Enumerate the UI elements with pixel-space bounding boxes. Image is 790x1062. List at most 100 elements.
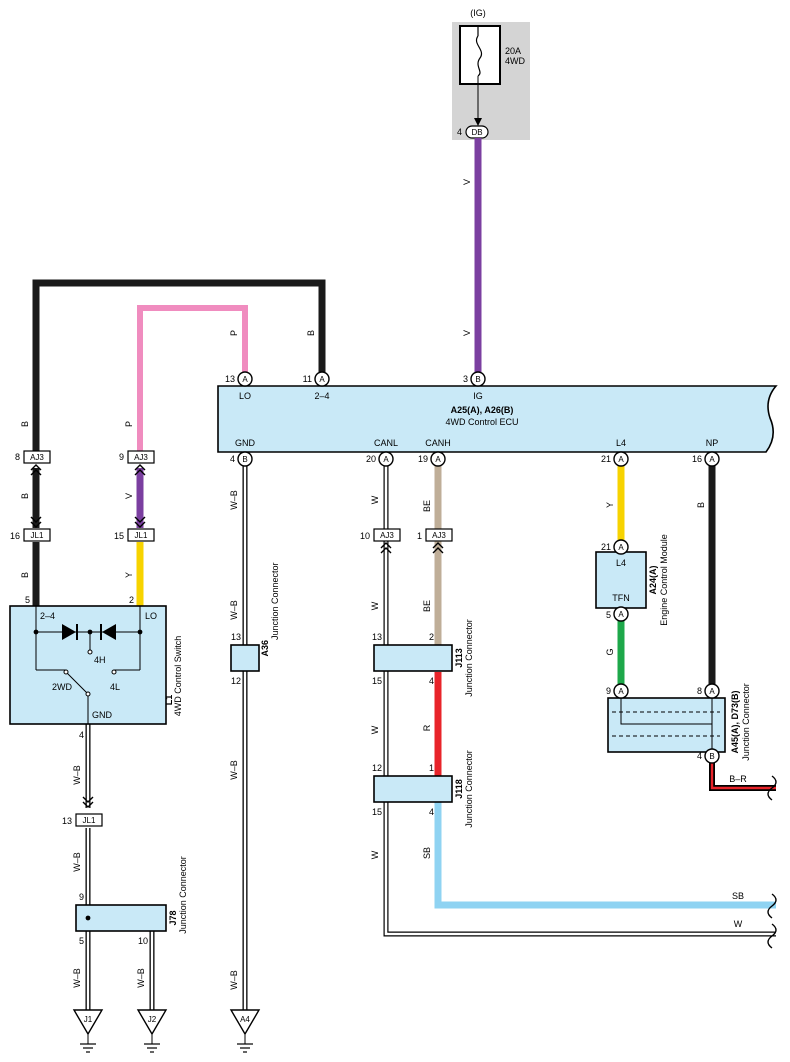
pin-conn: A	[709, 455, 715, 464]
wire-label-wb-1: W–B	[229, 490, 239, 510]
fuse-element-icon	[476, 35, 482, 77]
wire-label-y-left: Y	[124, 572, 134, 578]
conn-num: 1	[417, 531, 422, 541]
wire-label-be-1: BE	[422, 500, 432, 512]
wire-label-wb-4: W–B	[229, 970, 239, 990]
switch-pin-bottom: 4	[79, 730, 84, 740]
switch-pin-right: 2	[129, 595, 134, 605]
pin-conn: A	[435, 455, 441, 464]
ecu-bottom-pin-l4: L4 21 A	[601, 438, 629, 467]
engine-control-module: 21 A L4 TFN 5 A A24(A) Engine Control Mo…	[595, 534, 669, 626]
pin-conn: A	[242, 375, 248, 384]
ground-icon	[237, 1043, 253, 1053]
pin-label: 2–4	[314, 391, 329, 401]
conn-name: AJ3	[134, 453, 148, 462]
junction-j118: 12 1 15 4 J118 Junction Connector	[372, 750, 474, 828]
a45-conn: A	[618, 687, 624, 696]
wire-label-b-left: B	[20, 421, 30, 427]
ecu-top-pin-lo: 13 A LO	[225, 371, 253, 401]
j113-pin: 15	[372, 676, 382, 686]
j118-pin: 12	[372, 763, 382, 773]
wire-label-wb-7: W–B	[72, 968, 82, 988]
wire-label-r: R	[422, 724, 432, 731]
j78-pin: 5	[79, 936, 84, 946]
wire-label-b-mid: B	[20, 493, 30, 499]
fuse-source-label: (IG)	[470, 8, 486, 18]
ecu-bottom-pin-canl: CANL 20 A	[366, 438, 398, 467]
a36-pin-bottom: 12	[231, 676, 241, 686]
pin-num: 4	[230, 454, 235, 464]
inline-connector-aj3-1: 1 AJ3	[417, 528, 453, 554]
junction-a36: 13 12 A36 Junction Connector	[230, 562, 280, 686]
wire-label-v-2: V	[462, 330, 472, 336]
wire-label-b-top: B	[306, 330, 316, 336]
a45-id: A45(A), D73(B)	[730, 690, 740, 753]
a36-id: A36	[260, 640, 270, 657]
j118-pin: 15	[372, 807, 382, 817]
inline-connector-aj3-8: 8 AJ3	[15, 450, 51, 476]
pin-label: L4	[616, 438, 626, 448]
conn-num: 15	[114, 531, 124, 541]
wire-label-wb-2: W–B	[229, 600, 239, 620]
switch-label-2wd: 2WD	[52, 682, 73, 692]
j113-id: J113	[454, 648, 464, 668]
j113-pin: 2	[429, 632, 434, 642]
wire-label-b-np: B	[696, 502, 706, 508]
ecu-title: A25(A), A26(B)	[451, 405, 514, 415]
wire-label-wb-8: W–B	[136, 968, 146, 988]
pin-num: 19	[418, 454, 428, 464]
j118-id: J118	[454, 779, 464, 799]
pin-num: 21	[601, 454, 611, 464]
ecm-pin-top: 21	[601, 542, 611, 552]
pin-num: 13	[225, 374, 235, 384]
ground-icon	[144, 1043, 160, 1053]
switch-label-4l: 4L	[110, 682, 120, 692]
conn-name: JL1	[135, 531, 148, 540]
pin-conn: A	[383, 455, 389, 464]
j113-name: Junction Connector	[464, 619, 474, 697]
wire-label-g: G	[605, 648, 615, 655]
conn-num: 9	[119, 452, 124, 462]
wire-label-b-low: B	[20, 572, 30, 578]
wire-label-wb-5: W–B	[72, 765, 82, 785]
ecu-bottom-pin-gnd: GND 4 B	[230, 438, 256, 467]
wire-label-w-1: W	[370, 495, 380, 504]
pin-num: 3	[463, 374, 468, 384]
wire-label-be-2: BE	[422, 600, 432, 612]
wire-label-wb-6: W–B	[72, 852, 82, 872]
pin-label: IG	[473, 391, 483, 401]
ground-j1: J1	[72, 1009, 104, 1053]
a36-pin-top: 13	[231, 632, 241, 642]
wire-b-loop	[32, 279, 326, 452]
ground-label: J2	[148, 1015, 157, 1024]
pin-conn: B	[242, 455, 247, 464]
a36-name: Junction Connector	[270, 562, 280, 640]
fuse-pin-num: 4	[457, 127, 462, 137]
ecu-top-pin-24: 11 A 2–4	[303, 371, 330, 401]
fuse-name: 4WD	[505, 56, 526, 66]
switch-pin-left: 5	[25, 595, 30, 605]
fuse-rating: 20A	[505, 46, 521, 56]
switch-id: L1	[164, 695, 174, 706]
diode-icon	[62, 624, 116, 640]
wire-wb-switch-down	[85, 724, 155, 1010]
ground-a4: A4	[229, 1009, 261, 1053]
pin-label: GND	[235, 438, 256, 448]
wire-label-sb-1: SB	[422, 847, 432, 859]
fuse-block: (IG) 20A 4WD 4 DB	[452, 8, 530, 140]
wire-label-w-right: W	[734, 919, 743, 929]
ground-label: A4	[240, 1015, 250, 1024]
junction-a45: 9 A 8 A 4 B A45(A), D73(B) Junction Conn…	[606, 683, 751, 764]
j118-pin: 4	[429, 807, 434, 817]
switch-label-gnd: GND	[92, 710, 113, 720]
wire-p-loop	[137, 305, 248, 452]
conn-name: AJ3	[432, 531, 446, 540]
ecm-id: A24(A)	[648, 565, 658, 594]
j78-name: Junction Connector	[178, 856, 188, 934]
ecu-top-pin-ig: 3 B IG	[463, 371, 486, 401]
ecu-bottom-pin-canh: CANH 19 A	[418, 438, 451, 467]
j113-pin: 13	[372, 632, 382, 642]
a45-pin: 9	[606, 686, 611, 696]
a45-conn: B	[709, 752, 714, 761]
